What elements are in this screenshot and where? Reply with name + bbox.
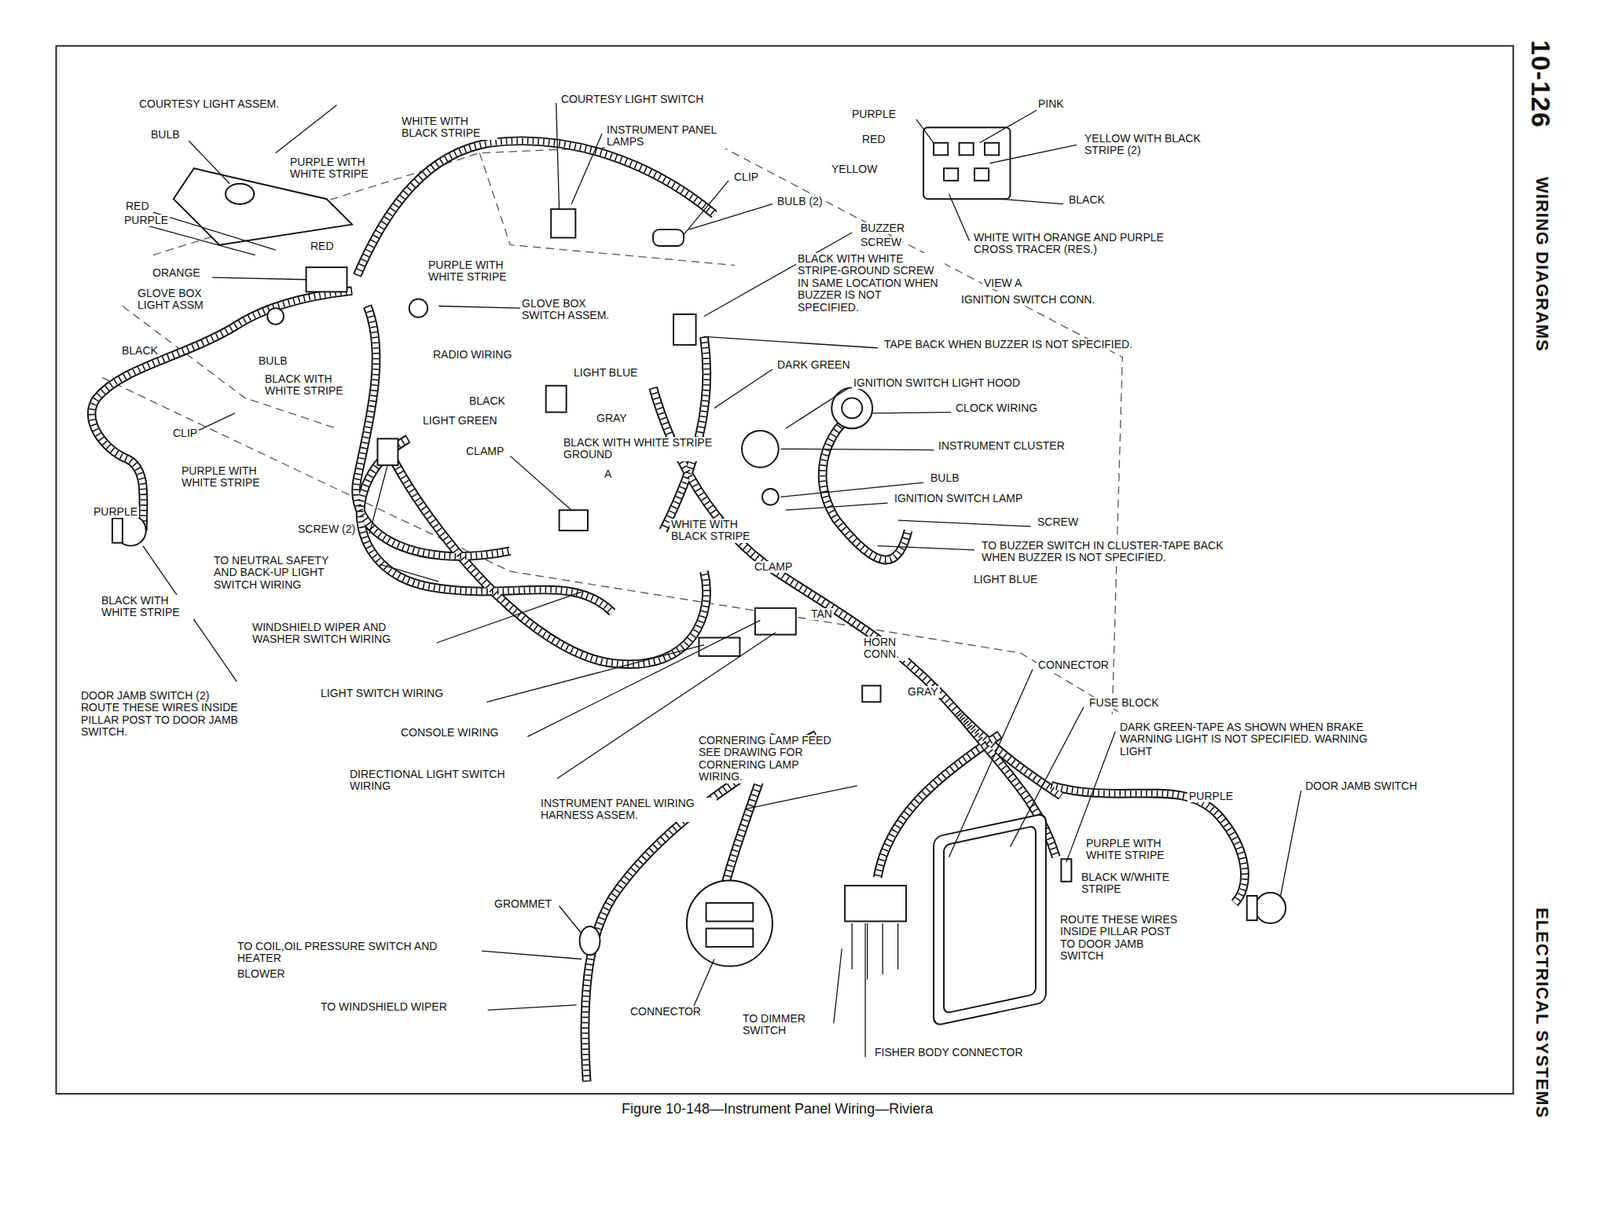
callout-label: LIGHT BLUE [572, 366, 639, 379]
figure-caption: Figure 10-148—Instrument Panel Wiring—Ri… [620, 1101, 935, 1118]
callout-label: INSTRUMENT PANEL WIRING HARNESS ASSEM. [539, 797, 717, 823]
callout-label: TO DIMMER SWITCH [741, 1012, 819, 1038]
callout-label: BLACK [120, 344, 160, 357]
callout-label: BULB [149, 128, 182, 141]
callout-label: SCREW [1035, 516, 1080, 529]
callout-label: BULB (2) [775, 195, 825, 208]
callout-label: CLIP [732, 171, 760, 184]
callout-label: CONNECTOR [1036, 659, 1111, 672]
callout-label: TO WINDSHIELD WIPER [319, 1001, 449, 1013]
callout-label: PURPLE [91, 506, 140, 518]
callout-label: BULB [256, 355, 290, 367]
callout-label: CONNECTOR [628, 1005, 703, 1018]
page-header: ELECTRICAL SYSTEMS [1532, 906, 1552, 1120]
callout-label: SCREW (2) [296, 523, 357, 536]
callout-label: BLACK WITH WHITE STRIPE-GROUND SCREW IN … [796, 253, 945, 314]
callout-label: PURPLE WITH WHITE STRIPE [288, 156, 386, 181]
callout-label: HORN CONN. [862, 636, 909, 661]
page-header: 10-126 [1526, 38, 1556, 130]
callout-label: IGNITION SWITCH CONN. [959, 293, 1097, 306]
callout-label: TO COIL,OIL PRESSURE SWITCH AND HEATER [235, 940, 452, 966]
callout-label: FISHER BODY CONNECTOR [873, 1046, 1025, 1059]
callout-label: YELLOW [829, 163, 879, 176]
callout-label: LIGHT BLUE [972, 573, 1039, 586]
callout-label: DOOR JAMB SWITCH (2) ROUTE THESE WIRES I… [79, 689, 244, 739]
callout-label: DARK GREEN-TAPE AS SHOWN WHEN BRAKE WARN… [1118, 721, 1385, 758]
callout-label: PURPLE [122, 214, 170, 227]
callout-label: CLAMP [464, 445, 506, 458]
callout-label: BUZZER [858, 222, 907, 235]
callout-label: PINK [1036, 98, 1066, 111]
callout-label: GROMMET [492, 898, 554, 911]
callout-label: RED [124, 200, 151, 213]
callout-label: WHITE WITH ORANGE AND PURPLE CROSS TRACE… [972, 231, 1188, 257]
callout-label: INSTRUMENT PANEL LAMPS [605, 124, 734, 149]
callout-label: PURPLE WITH WHITE STRIPE [1084, 837, 1182, 863]
callout-label: BLACK WITH WHITE STRIPE GROUND [561, 436, 740, 462]
callout-label: CONSOLE WIRING [399, 726, 500, 739]
callout-label: GRAY [594, 412, 629, 425]
callout-label: WINDSHIELD WIPER AND WASHER SWITCH WIRIN… [250, 621, 408, 646]
callout-label: BLACK WITH WHITE STRIPE [99, 594, 198, 620]
callout-label: BLOWER [235, 968, 287, 980]
callout-label: CORNERING LAMP FEED SEE DRAWING FOR CORN… [697, 734, 846, 784]
callout-label: DARK GREEN [775, 359, 852, 371]
callout-label: LIGHT SWITCH WIRING [319, 687, 445, 700]
callout-label: TAN [809, 608, 834, 621]
callout-label: WHITE WITH BLACK STRIPE [669, 518, 767, 544]
callout-label: DOOR JAMB SWITCH [1303, 780, 1419, 793]
callout-label: PURPLE WITH WHITE STRIPE [179, 465, 278, 490]
callout-label: FUSE BLOCK [1087, 697, 1161, 709]
callout-label: CLAMP [752, 561, 794, 573]
callout-label: CLIP [171, 427, 199, 440]
callout-label: BLACK WITH WHITE STRIPE [263, 373, 361, 398]
callout-label: ORANGE [150, 267, 202, 279]
callout-label: GRAY [906, 686, 940, 698]
callout-label: BLACK W/WHITE STRIPE [1079, 871, 1186, 896]
callout-label: RED [308, 240, 336, 253]
callout-label: RED [860, 133, 888, 146]
callout-label: IGNITION SWITCH LIGHT HOOD [851, 377, 1022, 389]
callout-label: SCREW [858, 236, 903, 249]
callout-label: PURPLE [850, 108, 898, 121]
callout-label: DIRECTIONAL LIGHT SWITCH WIRING [348, 768, 534, 793]
callout-label: ROUTE THESE WIRES INSIDE PILLAR POST TO … [1058, 913, 1188, 963]
callout-label: A [602, 468, 613, 481]
callout-label: VIEW A [982, 277, 1024, 290]
callout-label: YELLOW WITH BLACK STRIPE (2) [1082, 132, 1212, 158]
callout-label: GLOVE BOX LIGHT ASSM [135, 287, 222, 312]
callout-label: LIGHT GREEN [421, 414, 500, 427]
callout-label: TO NEUTRAL SAFETY AND BACK-UP LIGHT SWIT… [212, 554, 349, 591]
callout-label: BLACK [1067, 194, 1107, 206]
callout-label: GLOVE BOX SWITCH ASSEM. [520, 297, 626, 323]
callout-label: IGNITION SWITCH LAMP [892, 492, 1024, 505]
page-header: WIRING DIAGRAMS [1532, 175, 1552, 354]
callout-label: TO BUZZER SWITCH IN CLUSTER-TAPE BACK WH… [979, 539, 1235, 565]
callout-label: BULB [928, 472, 962, 485]
callout-label: WHITE WITH BLACK STRIPE [400, 115, 498, 140]
callout-label: COURTESY LIGHT SWITCH [559, 93, 705, 106]
callout-label: BLACK [467, 395, 507, 408]
callout-label: COURTESY LIGHT ASSEM. [137, 98, 281, 111]
callout-label: INSTRUMENT CLUSTER [936, 440, 1067, 452]
callout-label: RADIO WIRING [431, 348, 514, 361]
callout-label: TAPE BACK WHEN BUZZER IS NOT SPECIFIED. [882, 338, 1134, 351]
callout-label: PURPLE WITH WHITE STRIPE [426, 259, 525, 284]
callout-label: PURPLE [1187, 790, 1235, 803]
callout-label: CLOCK WIRING [954, 402, 1039, 415]
